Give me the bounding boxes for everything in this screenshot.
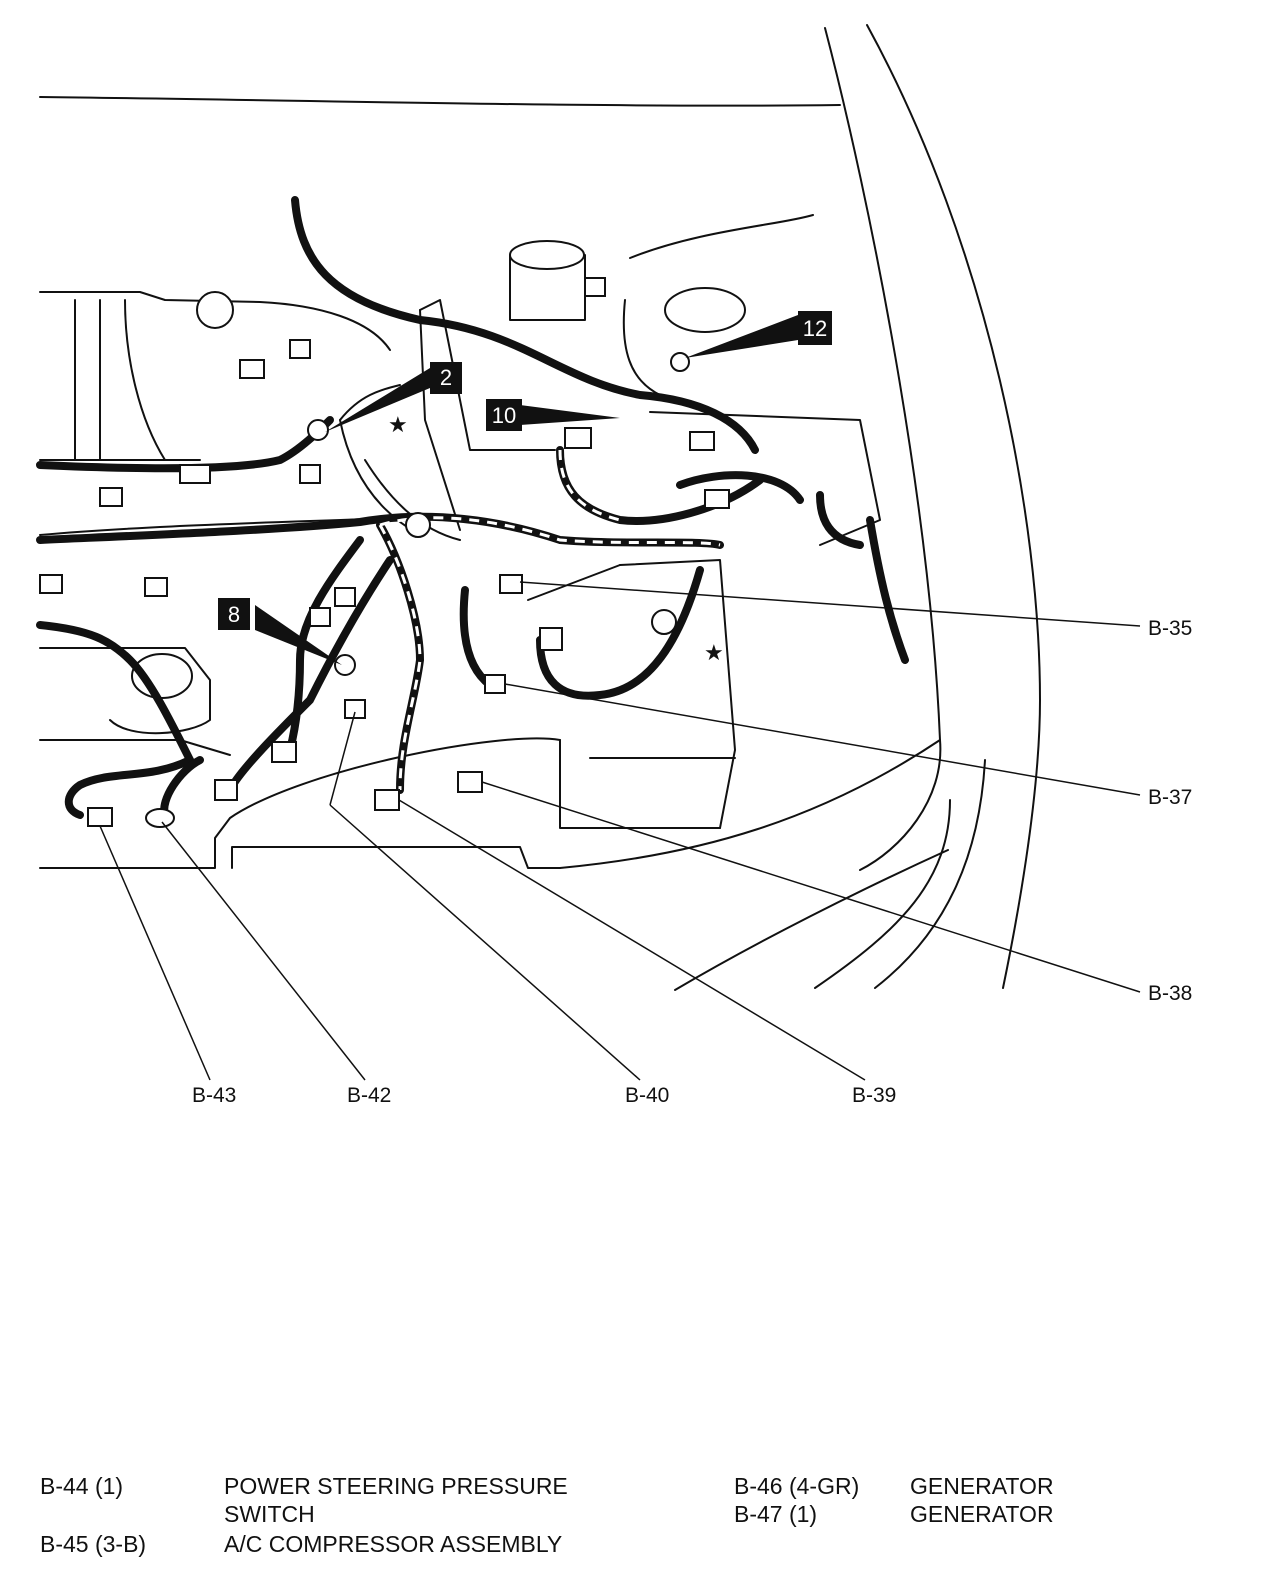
label-b-39: B-39 (852, 1084, 896, 1107)
legend-code-b-46: B-46 (4-GR) (734, 1473, 860, 1499)
star-icon: ★ (704, 640, 724, 665)
callout-12: 12 (798, 311, 832, 345)
callout-2-label: 2 (440, 365, 452, 390)
label-b-38: B-38 (1148, 982, 1192, 1005)
label-b-37: B-37 (1148, 786, 1192, 809)
legend-desc-b-44-line2: SWITCH (224, 1501, 315, 1527)
label-b-43: B-43 (192, 1084, 236, 1107)
legend-desc-b-46: GENERATOR (910, 1473, 1054, 1499)
leader-lines (99, 581, 1141, 1081)
legend-desc-b-47: GENERATOR (910, 1501, 1054, 1527)
star-icon: ★ (388, 412, 408, 437)
callout-12-label: 12 (803, 316, 827, 341)
harness-tape-marks (378, 449, 721, 791)
line-art (39, 24, 1041, 991)
connectors (39, 277, 730, 828)
label-b-40: B-40 (625, 1084, 669, 1107)
callout-2: 2 (430, 362, 462, 394)
callout-10: 10 (486, 399, 522, 431)
label-b-42: B-42 (347, 1084, 391, 1107)
callout-8: 8 (218, 598, 250, 630)
label-b-35: B-35 (1148, 617, 1192, 640)
legend-desc-b-45: A/C COMPRESSOR ASSEMBLY (224, 1531, 563, 1557)
legend-code-b-44: B-44 (1) (40, 1473, 124, 1499)
legend-code-b-45: B-45 (3-B) (40, 1531, 147, 1557)
star-markers: ★ ★ (388, 412, 724, 665)
legend-code-b-47: B-47 (1) (734, 1501, 818, 1527)
callout-10-label: 10 (492, 403, 516, 428)
legend-desc-b-44-line1: POWER STEERING PRESSURE (224, 1473, 568, 1499)
callout-pointers (255, 315, 798, 665)
callout-8-label: 8 (228, 602, 240, 627)
